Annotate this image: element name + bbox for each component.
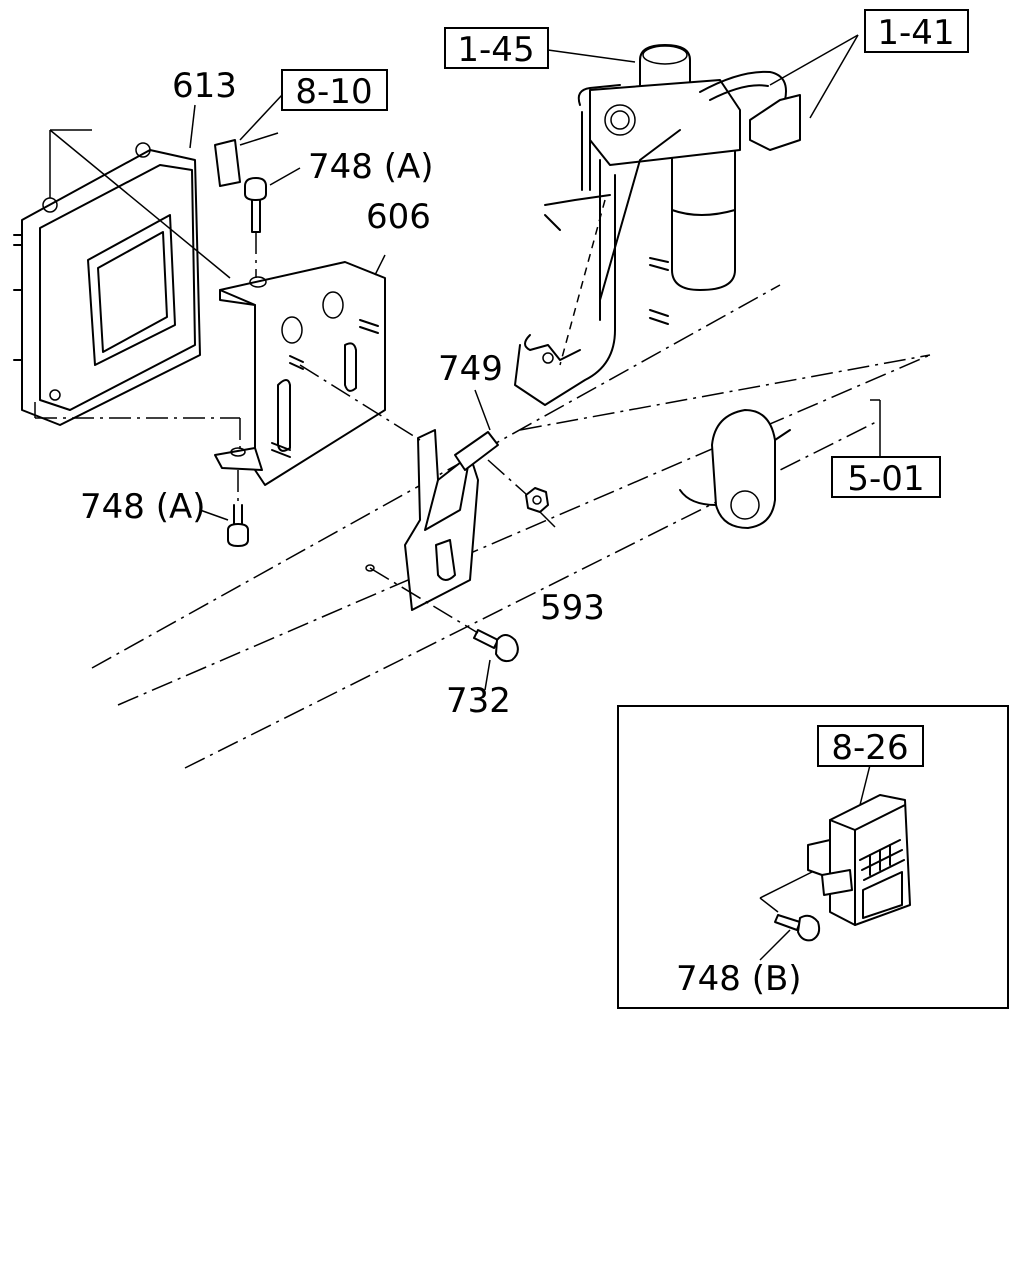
ref-box-1-45: 1-45	[444, 27, 549, 70]
ref-label-8-26: 8-26	[831, 728, 908, 768]
nut-593-drawing	[525, 487, 549, 513]
part-label-593: 593	[540, 588, 605, 628]
part-label-732: 732	[446, 681, 511, 721]
frame-rails	[91, 284, 931, 769]
bolt-748a-top-drawing	[244, 177, 267, 233]
bracket-606-drawing	[214, 261, 386, 486]
part-label-748a-bottom: 748 (A)	[80, 487, 206, 527]
bracket-749-drawing	[404, 429, 499, 611]
ref-label-1-41: 1-41	[877, 13, 954, 53]
ref-label-8-10: 8-10	[295, 72, 372, 112]
ecu-module-drawing	[13, 142, 201, 426]
part-label-749: 749	[438, 349, 503, 389]
part-label-613: 613	[172, 66, 237, 106]
ref-label-1-45: 1-45	[457, 30, 534, 70]
bolt-732-drawing	[473, 629, 519, 663]
fuel-filter-drawing	[514, 44, 801, 406]
ref-box-8-10: 8-10	[281, 69, 388, 112]
part-label-606: 606	[366, 197, 431, 237]
bolt-748a-bottom-drawing	[227, 504, 249, 547]
part-label-748a-top: 748 (A)	[308, 147, 434, 187]
inset-panel	[617, 705, 1009, 1009]
ref-label-5-01: 5-01	[847, 459, 924, 499]
connector-8-10-drawing	[214, 132, 279, 187]
leader-lines	[34, 34, 881, 691]
ref-box-8-26: 8-26	[817, 725, 924, 768]
frame-bracket-drawing	[679, 409, 791, 529]
ref-box-1-41: 1-41	[864, 9, 969, 53]
part-label-748b: 748 (B)	[676, 959, 802, 999]
part-labels: 613 748 (A) 606 749 748 (A) 593 732 748 …	[80, 66, 802, 999]
ref-box-5-01: 5-01	[831, 456, 941, 499]
